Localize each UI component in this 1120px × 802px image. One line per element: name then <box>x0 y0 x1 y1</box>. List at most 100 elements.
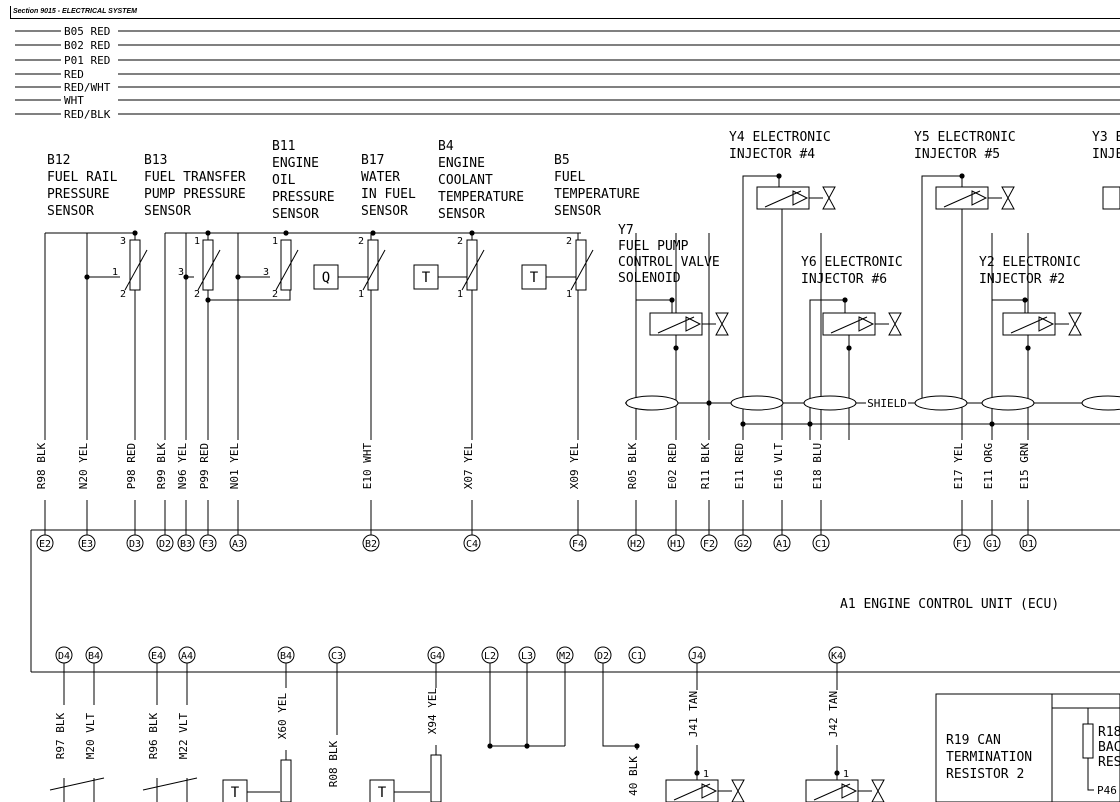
injector-feed <box>809 299 846 440</box>
bus-wire-label: P01 RED <box>64 54 110 67</box>
sensor-pin-number: 1 <box>272 236 278 247</box>
solenoid-diag <box>764 190 802 208</box>
label-line: TERMINATION <box>946 750 1032 765</box>
symbol-box <box>313 264 339 290</box>
label-line: CONTROL VALVE <box>618 255 720 270</box>
wire-label-bottom: X60 YEL <box>276 692 289 739</box>
bus-wire-label: RED/BLK <box>64 108 111 121</box>
label-line: TEMPERATURE <box>438 190 524 205</box>
solenoid-arrow <box>1038 316 1055 332</box>
junction-dot <box>1025 345 1031 351</box>
sensor-b12 <box>124 239 148 291</box>
sensor-arrow <box>124 249 148 291</box>
sensor-arrow <box>275 249 299 291</box>
pin-label: G2 <box>737 539 749 550</box>
wire-label: P99 RED <box>198 443 211 489</box>
junction-dot <box>469 230 475 236</box>
sensor-pin-number: 1 <box>194 236 200 247</box>
symbol-fuel-temp: T <box>521 264 547 290</box>
pin-circle <box>953 534 971 552</box>
junction-dot <box>807 421 813 427</box>
pin-label: B2 <box>365 539 377 550</box>
solenoid-diag <box>1010 316 1048 334</box>
wire-label: E11 RED <box>733 443 746 489</box>
label-line: WATER <box>361 170 400 185</box>
ecu-pin-top-H1: H1 <box>667 534 685 552</box>
solenoid-arrow <box>971 190 988 206</box>
bottom-sensor-element <box>280 759 292 802</box>
solenoid-diag <box>830 316 868 334</box>
pin-circle <box>78 534 96 552</box>
shield-ellipse <box>914 395 968 411</box>
pin-label: D2 <box>597 651 609 662</box>
sensor-pin-number: 2 <box>120 289 126 300</box>
pin-circle <box>229 534 247 552</box>
sensor-element <box>280 239 292 291</box>
pin-circle <box>983 534 1001 552</box>
shield-label: SHIELD <box>867 397 907 410</box>
valve-symbol <box>822 186 836 210</box>
shield-ellipse <box>625 395 679 411</box>
label-line: Y4 ELECTRONIC <box>729 130 831 145</box>
ecu-pin-top-E3: E3 <box>78 534 96 552</box>
junction-dot <box>673 345 679 351</box>
junction-dot <box>694 770 700 776</box>
wire-label-bottom: 40 BLK <box>627 756 640 796</box>
label-line: Y5 ELECTRONIC <box>914 130 1016 145</box>
label-line: ENGINE <box>438 156 485 171</box>
ecu-label: A1 ENGINE CONTROL UNIT (ECU) <box>840 597 1059 612</box>
junction-dot <box>776 173 782 179</box>
label-line: FUEL TRANSFER <box>144 170 246 185</box>
symbol-box <box>369 779 395 802</box>
wire-label: R98 BLK <box>35 442 48 489</box>
junction-dot <box>959 173 965 179</box>
label-line: ENGINE <box>272 156 319 171</box>
label-line: B11 <box>272 139 295 154</box>
junction-dot <box>706 400 712 406</box>
sensor-return <box>208 290 291 301</box>
injector-feed <box>742 175 780 440</box>
bus-wire-label: WHT <box>64 94 84 107</box>
pin-label: E4 <box>151 651 163 662</box>
injector-y4 <box>756 186 836 210</box>
ecu-pin-bottom-G4: G4 <box>427 646 445 664</box>
junction-dot <box>842 297 848 303</box>
pin-label: B3 <box>180 539 192 550</box>
sensor-pin-number: 2 <box>358 236 364 247</box>
bottom-sensor-element <box>430 754 442 802</box>
pin-circle <box>178 646 196 664</box>
junction-dot <box>669 297 675 303</box>
valve-symbol <box>888 312 902 336</box>
symbol-box <box>413 264 439 290</box>
ecu-pin-top-E2: E2 <box>36 534 54 552</box>
ecu-pin-top-F2: F2 <box>700 534 718 552</box>
label-line: PUMP PRESSURE <box>144 187 246 202</box>
shield-label-bg <box>866 396 908 410</box>
shield-ellipse <box>730 395 784 411</box>
junction-dot <box>846 345 852 351</box>
symbol-letter: T <box>231 785 240 801</box>
pin-label: C3 <box>331 651 343 662</box>
label-line: FUEL RAIL <box>47 170 118 185</box>
pin-circle <box>667 534 685 552</box>
label-line: Y6 ELECTRONIC <box>801 255 903 270</box>
ecu-pin-top-D3: D3 <box>126 534 144 552</box>
solenoid-diag <box>673 783 711 801</box>
junction-dot <box>834 770 840 776</box>
symbol-box <box>521 264 547 290</box>
pin-label: M2 <box>559 651 571 662</box>
junction-dot <box>989 421 995 427</box>
solenoid-arrow <box>701 783 718 799</box>
solenoid-y7 <box>649 312 729 336</box>
ecu-pin-bottom-D2: D2 <box>594 646 612 664</box>
pin-circle <box>518 646 536 664</box>
valve-symbol <box>731 779 745 802</box>
junction-dot <box>370 230 376 236</box>
shield-ellipse <box>1081 395 1120 411</box>
